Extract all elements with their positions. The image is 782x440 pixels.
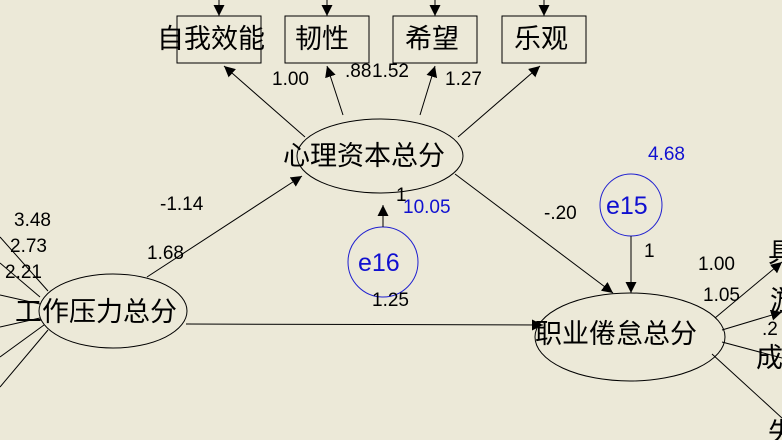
stress-loading: 3.48 [14,210,51,231]
latent-label: 心理资本总分 [283,141,445,172]
loading-value: .88 [345,61,371,82]
error-term-e16[interactable]: e16 [347,226,419,298]
burnout-loading: 1.05 [703,285,740,306]
path-value: -1.14 [160,194,204,215]
observed-label: 乐观 [514,24,568,55]
stress-to-psy-path [146,175,303,278]
latent-psychological-capital[interactable]: 心理资本总分 [283,118,464,194]
burnout-indicator-arrows [711,261,782,419]
observed-box-self-efficacy[interactable]: 自我效能 [157,15,265,64]
latent-job-burnout[interactable]: 职业倦怠总分 [534,292,726,382]
partial-observed-label: 具 [768,238,782,269]
e16-weight: 1 [396,185,407,206]
partial-observed-label: 失 [768,418,782,440]
stress-loading: 2.73 [10,236,47,257]
e16-variance: 10.05 [403,197,451,218]
top-incoming-arrows [213,0,550,16]
psy-to-burnout-path [454,173,614,294]
stress-loading: 2.21 [5,262,42,283]
burnout-loading: .2 [762,319,778,340]
path-value: 1.25 [372,290,409,311]
observed-label: 希望 [405,24,459,55]
observed-box-optimism[interactable]: 乐观 [501,15,587,64]
loading-value: 1.00 [272,69,309,90]
latent-label: 工作压力总分 [15,297,177,328]
partial-observed-label: 游 [770,286,782,317]
latent-work-stress[interactable]: 工作压力总分 [15,273,188,349]
stress-to-burnout-path [185,319,544,331]
e15-weight: 1 [644,241,655,262]
stress-indicator-lines [0,236,49,388]
path-value: 1.68 [147,243,184,264]
e15-variance: 4.68 [648,144,685,165]
partial-observed-label: 成 [756,343,782,374]
psy-loading-arrows [223,65,541,138]
observed-box-hope[interactable]: 希望 [392,15,478,64]
error-label: e16 [358,249,400,277]
burnout-loading: 1.00 [698,254,735,275]
latent-label: 职业倦怠总分 [535,319,697,350]
error-term-e15[interactable]: e15 [599,173,663,237]
error-label: e15 [606,192,648,220]
observed-label: 自我效能 [157,24,265,55]
path-value: -.20 [544,203,577,224]
loading-value: 1.52 [372,61,409,82]
observed-label: 韧性 [295,24,349,55]
loading-value: 1.27 [445,69,482,90]
observed-box-resilience[interactable]: 韧性 [284,15,370,64]
